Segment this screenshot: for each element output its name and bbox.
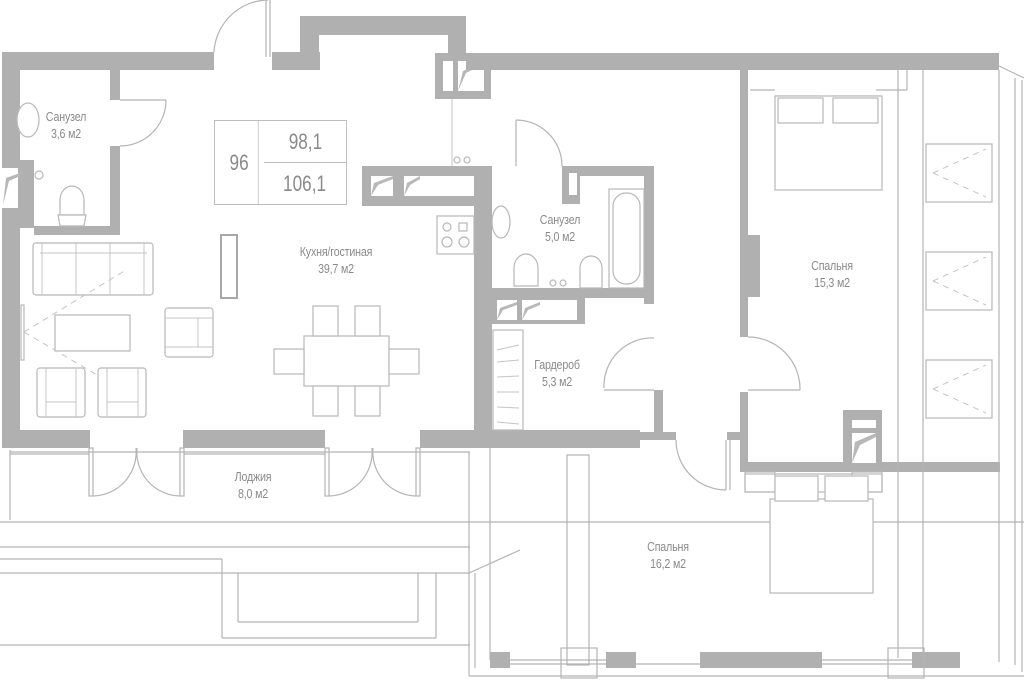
- apartment-info-box: 96 98,1 106,1: [214, 120, 347, 205]
- room-label-bathroom-1: Санузел 3,6 м2: [45, 108, 87, 142]
- living-area-cell: 98,1: [264, 121, 346, 163]
- room-label-bathroom-2: Санузел 5,0 м2: [539, 211, 581, 245]
- total-area-value: 106,1: [283, 170, 327, 196]
- room-area: 16,2 м2: [650, 556, 686, 571]
- total-area-cell: 106,1: [264, 163, 346, 204]
- room-name: Гардероб: [534, 357, 580, 372]
- room-name: Санузел: [45, 109, 87, 124]
- room-area: 5,0 м2: [544, 229, 576, 244]
- room-label-loggia: Лоджия 8,0 м2: [235, 468, 272, 502]
- room-area: 39,7 м2: [318, 261, 354, 276]
- walls: [2, 16, 1000, 668]
- apartment-number: 96: [220, 121, 259, 204]
- room-label-kitchen-living: Кухня/гостиная 39,7 м2: [300, 243, 373, 277]
- room-label-wardrobe: Гардероб 5,3 м2: [534, 356, 580, 390]
- room-name: Спальня: [811, 258, 853, 273]
- room-name: Санузел: [539, 212, 581, 227]
- room-area: 3,6 м2: [50, 126, 82, 141]
- room-name: Лоджия: [234, 469, 272, 484]
- room-label-bedroom-2: Спальня 16,2 м2: [647, 538, 689, 572]
- room-area: 5,3 м2: [541, 374, 573, 389]
- room-name: Спальня: [647, 539, 689, 554]
- furniture: [16, 95, 993, 594]
- room-name: Кухня/гостиная: [299, 244, 373, 259]
- room-area: 8,0 м2: [237, 486, 269, 501]
- room-area: 15,3 м2: [814, 275, 850, 290]
- living-area-value: 98,1: [288, 128, 322, 154]
- room-label-bedroom-1: Спальня 15,3 м2: [811, 257, 853, 291]
